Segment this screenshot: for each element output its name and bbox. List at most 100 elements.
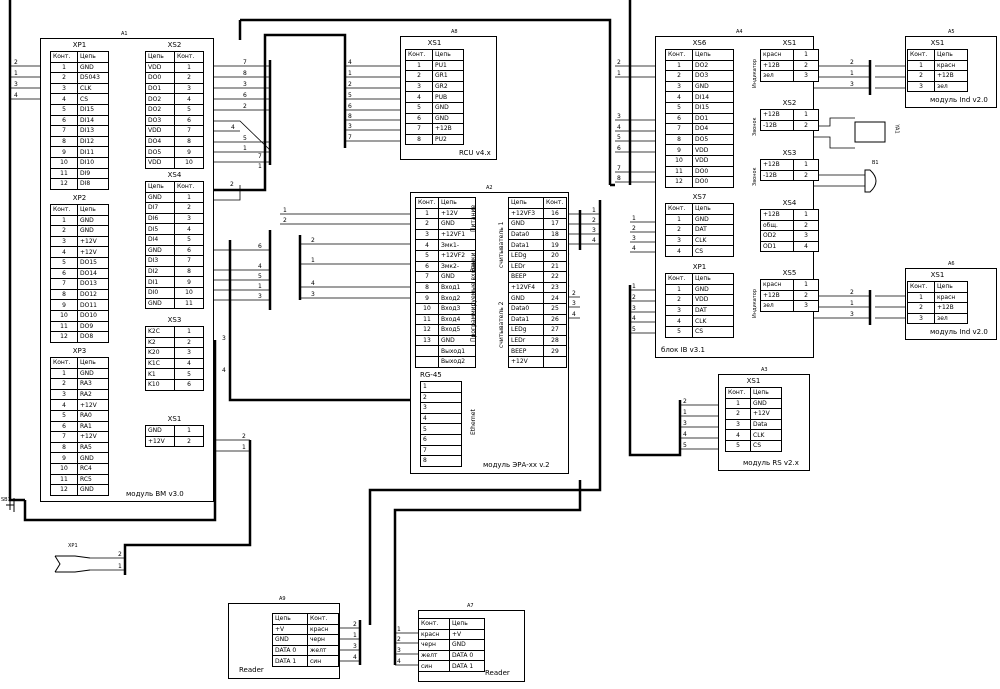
pin-cell: +12V (750, 408, 782, 420)
pin-cell: 3 (907, 80, 935, 93)
pin-cell: 2 (793, 289, 819, 302)
svg-text:2: 2 (283, 217, 287, 224)
pin-cell: 21 (543, 260, 567, 273)
pin-cell: DATA 0 (272, 644, 308, 657)
label-xp1-plug: XP1 (68, 543, 78, 549)
header-contact: Конт. (907, 49, 935, 61)
pin-row: 7 (420, 444, 462, 457)
pin-row: 8 (420, 455, 462, 467)
a2-side-power: Питание (470, 204, 477, 232)
svg-text:1: 1 (258, 163, 262, 170)
pin-cell: Вход1 (438, 281, 476, 294)
connector-title: XP3 (72, 347, 87, 355)
pin-row: 2+12B (907, 70, 968, 82)
pin-cell: зел (934, 80, 968, 93)
pin-cell: DI4 (145, 233, 175, 246)
pin-cell: 3 (174, 82, 204, 95)
pin-cell: 2 (405, 70, 433, 82)
pin-cell: DI14 (692, 91, 734, 103)
pin-cell: 12 (50, 178, 78, 190)
pin-cell: DO4 (692, 123, 734, 135)
pin-cell: GND (77, 484, 109, 496)
pin-cell: 1 (793, 209, 819, 221)
svg-text:2: 2 (850, 289, 854, 296)
pin-cell: DATA 0 (449, 649, 485, 662)
pin-cell: RC5 (77, 473, 109, 486)
connector-title: XP1 (692, 263, 707, 271)
a4-xs1-side: Индикатор (752, 59, 758, 88)
svg-text:5: 5 (243, 135, 247, 142)
pin-cell: DI15 (692, 101, 734, 114)
pin-cell: GND (77, 452, 109, 464)
pin-cell: 11 (415, 313, 439, 326)
pin-cell: 4 (793, 240, 819, 253)
pin-cell: DO5 (145, 146, 175, 158)
pin-cell: общ. (760, 219, 794, 232)
wire-bus-top (240, 18, 612, 185)
pin-cell: красн (934, 291, 968, 304)
pin-cell: GND (145, 244, 175, 257)
module-a8-tag: A8 (451, 29, 458, 35)
pin-cell: 6 (50, 420, 78, 433)
svg-text:3: 3 (243, 81, 247, 88)
pin-cell: +12B (760, 209, 794, 221)
pin-cell: 19 (543, 239, 567, 251)
svg-text:1: 1 (850, 300, 854, 307)
svg-text:2: 2 (397, 636, 401, 643)
pin-row: красн+V (418, 628, 485, 641)
header-chain: Цепь (77, 357, 109, 369)
pin-cell: 9 (50, 146, 78, 158)
svg-text:5: 5 (348, 92, 352, 99)
svg-text:3: 3 (617, 113, 621, 120)
header-contact: Конт. (665, 203, 693, 215)
a2-side-inputs: Программируемые входы (470, 260, 477, 342)
pin-cell: VDD (145, 61, 175, 74)
pin-cell: +12V (508, 355, 544, 368)
pin-cell: OD2 (760, 230, 794, 242)
pin-cell: 2 (50, 225, 78, 237)
svg-text:4: 4 (311, 280, 315, 287)
pin-cell: 12 (415, 324, 439, 336)
pin-cell: +12B (934, 70, 968, 82)
pin-cell: 3 (50, 82, 78, 95)
header-chain: Цепь (272, 613, 308, 625)
pin-cell: 2 (50, 378, 78, 390)
